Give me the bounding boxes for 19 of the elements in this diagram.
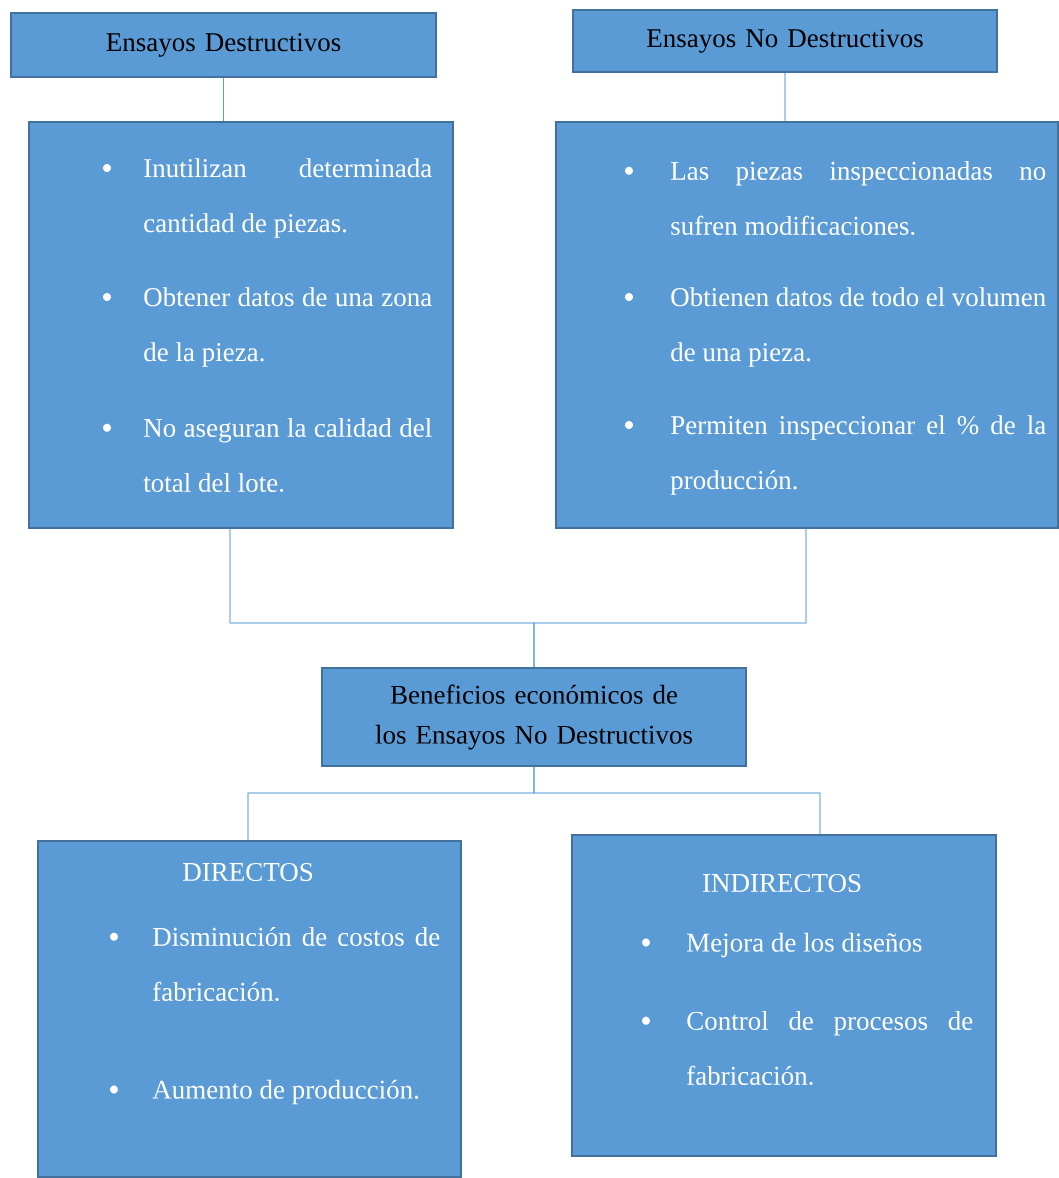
connector-line (533, 528, 807, 668)
box-heading: INDIRECTOS (702, 873, 861, 893)
bullet-item: Las piezas inspeccionadas no sufren modificaciones. (625, 160, 1046, 236)
bullet-item: Obtienen datos de todo el volumen de una pieza. (625, 287, 1046, 367)
connector-line (533, 766, 821, 835)
bullet-item: Obtener datos de una zona de la pieza. (103, 287, 432, 367)
bullet-item: Inutilizan determinada cantidad de piezas. (103, 158, 432, 238)
connector-line (784, 72, 786, 122)
box-heading: DIRECTOS (183, 862, 313, 882)
connector-line (223, 77, 224, 122)
bullet-item: No aseguran la calidad del total del lote. (103, 417, 432, 493)
process-box: Ensayos Destructivos (10, 12, 437, 78)
bullet-item: Disminución de costos de fabricación. (110, 926, 440, 1002)
bullet-item: Permiten inspeccionar el % de la producción. (625, 415, 1046, 495)
process-box: Ensayos No Destructivos (572, 9, 998, 73)
bullet-item: Aumento de producción. (110, 1079, 419, 1105)
bullet-item: Control de procesos de fabricación. (642, 1010, 973, 1086)
process-box: Beneficios económicos de los Ensayos No Destructivos (321, 667, 747, 767)
bullet-item: Mejora de los diseños (642, 932, 922, 958)
